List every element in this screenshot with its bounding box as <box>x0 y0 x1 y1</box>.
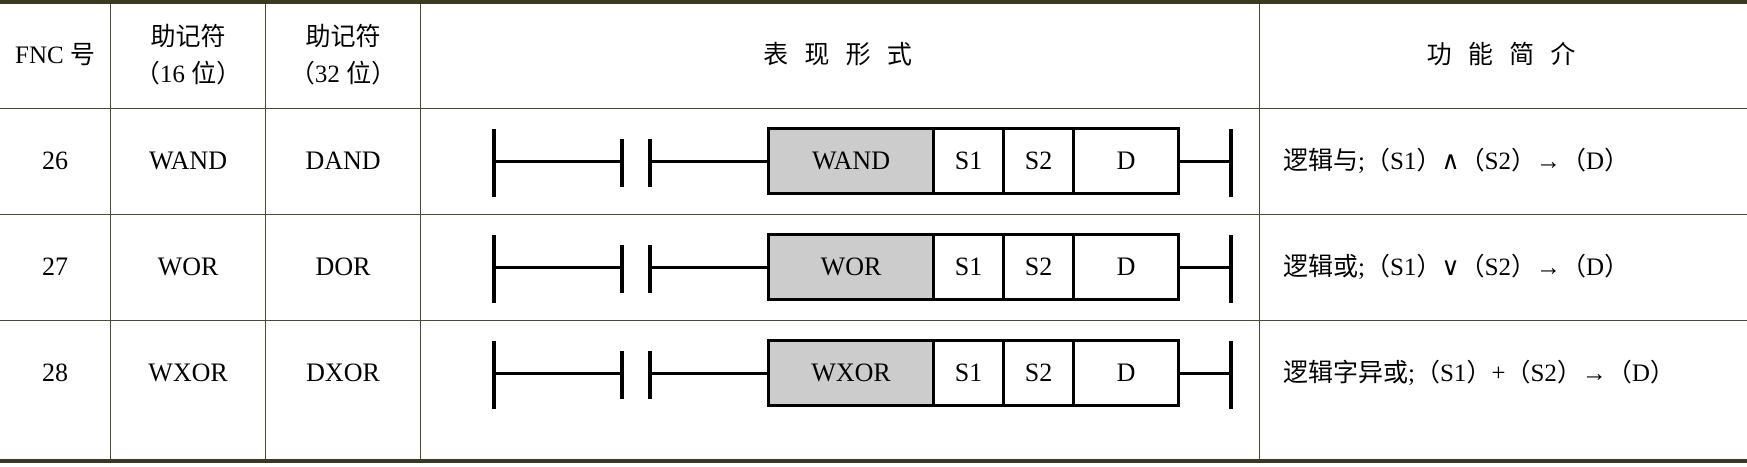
contact-bar-left <box>620 245 624 293</box>
header-representation-label: 表 现 形 式 <box>763 42 917 70</box>
table-row: 28 <box>0 321 110 426</box>
instruction-d: D <box>1116 252 1136 281</box>
cell-mnemonic-16: WXOR <box>111 321 265 426</box>
wire-middle <box>650 372 769 375</box>
wire-left <box>492 372 624 375</box>
column-divider-4 <box>1259 4 1260 459</box>
cell-description-label: 逻辑字异或;（S1）+（S2）→（D） <box>1283 359 1675 387</box>
table-row: 27 <box>0 215 110 320</box>
header-mnemonic-16: 助记符 （16 位） <box>111 4 265 108</box>
cell-mnemonic-32-label: DAND <box>305 146 381 176</box>
instruction-d: D <box>1116 146 1136 175</box>
ladder-diagram: WAND S1 S2 D <box>421 109 1259 214</box>
cell-description: 逻辑与;（S1）∧（S2）→（D） <box>1260 109 1747 214</box>
table-top-border <box>0 0 1747 4</box>
ladder-diagram: WXOR S1 S2 D <box>421 321 1259 426</box>
cell-mnemonic-16-label: WOR <box>157 252 219 282</box>
row-divider-1 <box>0 214 1747 215</box>
instruction-s1: S1 <box>935 130 1005 192</box>
header-representation: 表 现 形 式 <box>421 4 1259 108</box>
instruction-operand: WXOR <box>770 342 935 404</box>
instruction-s2: S2 <box>1005 130 1075 192</box>
wire-middle <box>650 160 769 163</box>
cell-mnemonic-16-label: WAND <box>149 146 227 176</box>
cell-mnemonic-16: WAND <box>111 109 265 214</box>
header-function: 功 能 简 介 <box>1260 4 1747 108</box>
right-power-rail <box>1229 341 1233 409</box>
contact-bar-right <box>648 245 652 293</box>
header-mnemonic-32: 助记符 （32 位） <box>266 4 420 108</box>
instruction-operand: WOR <box>770 236 935 298</box>
wire-right <box>1178 160 1231 163</box>
column-divider-3 <box>420 4 421 459</box>
header-mnemonic-32-line1: 助记符 <box>305 23 381 51</box>
right-power-rail <box>1229 129 1233 197</box>
table-bottom-border <box>0 459 1747 463</box>
header-fnc-label: FNC 号 <box>15 42 95 70</box>
header-mnemonic-32-line2: （32 位） <box>289 61 397 88</box>
wire-left <box>492 266 624 269</box>
row-divider-2 <box>0 320 1747 321</box>
left-power-rail <box>492 129 496 197</box>
instruction-s1: S1 <box>935 236 1005 298</box>
cell-description-label: 逻辑或;（S1）∨（S2）→（D） <box>1283 253 1630 281</box>
cell-mnemonic-16: WOR <box>111 215 265 320</box>
cell-mnemonic-32-label: DXOR <box>306 358 380 388</box>
instruction-s2: S2 <box>1005 342 1075 404</box>
cell-mnemonic-16-label: WXOR <box>148 358 228 388</box>
wire-middle <box>650 266 769 269</box>
instruction-box: WAND S1 S2 D <box>767 127 1180 195</box>
table-row: 26 <box>0 109 110 214</box>
header-mnemonic-16-line1: 助记符 <box>150 23 226 51</box>
cell-fnc: 26 <box>42 146 68 176</box>
instruction-d: D <box>1116 358 1136 387</box>
cell-fnc: 28 <box>42 358 68 388</box>
column-divider-2 <box>265 4 266 459</box>
cell-mnemonic-32-label: DOR <box>315 252 371 282</box>
instruction-s1: S1 <box>935 342 1005 404</box>
cell-fnc: 27 <box>42 252 68 282</box>
header-function-label: 功 能 简 介 <box>1426 42 1581 70</box>
cell-description: 逻辑字异或;（S1）+（S2）→（D） <box>1260 321 1747 426</box>
column-divider-1 <box>110 4 111 459</box>
contact-bar-left <box>620 351 624 399</box>
cell-mnemonic-32: DOR <box>266 215 420 320</box>
left-power-rail <box>492 235 496 303</box>
contact-bar-left <box>620 139 624 187</box>
wire-right <box>1178 266 1231 269</box>
instruction-box: WOR S1 S2 D <box>767 233 1180 301</box>
wire-left <box>492 160 624 163</box>
cell-description: 逻辑或;（S1）∨（S2）→（D） <box>1260 215 1747 320</box>
ladder-diagram: WOR S1 S2 D <box>421 215 1259 320</box>
cell-mnemonic-32: DXOR <box>266 321 420 426</box>
contact-bar-right <box>648 139 652 187</box>
instruction-s2: S2 <box>1005 236 1075 298</box>
cell-description-label: 逻辑与;（S1）∧（S2）→（D） <box>1283 147 1630 175</box>
header-fnc: FNC 号 <box>0 4 110 108</box>
header-mnemonic-16-line2: （16 位） <box>134 61 242 88</box>
instruction-operand: WAND <box>770 130 935 192</box>
right-power-rail <box>1229 235 1233 303</box>
contact-bar-right <box>648 351 652 399</box>
cell-mnemonic-32: DAND <box>266 109 420 214</box>
header-bottom-border <box>0 108 1747 109</box>
instruction-box: WXOR S1 S2 D <box>767 339 1180 407</box>
left-power-rail <box>492 341 496 409</box>
wire-right <box>1178 372 1231 375</box>
